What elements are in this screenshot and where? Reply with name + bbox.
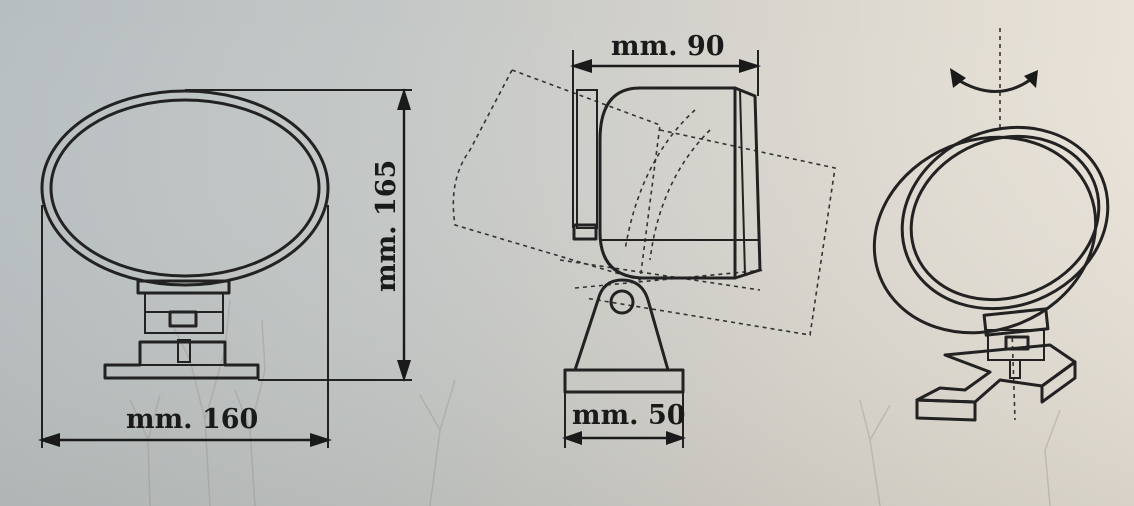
hinge-pivot [609, 289, 635, 315]
tilt-left-outline [452, 69, 661, 282]
rotation-axis-bottom [1011, 329, 1016, 421]
perspective-rim [900, 125, 1110, 311]
lamp-front-bezel [733, 86, 762, 280]
depth-label: mm. 90 [611, 31, 725, 62]
height-arrow-bottom [397, 360, 411, 382]
perspective-view [872, 28, 1110, 422]
mounting-plate [576, 89, 598, 229]
perspective-bracket-foot-right [1040, 360, 1077, 404]
lamp-housing-side [598, 86, 737, 280]
front-view: mm. 160 mm. 165 [38, 88, 412, 448]
width-arrow-left [38, 433, 60, 447]
lamp-lens [49, 98, 321, 278]
perspective-bolt [1009, 359, 1021, 379]
perspective-neck [982, 307, 1050, 337]
perspective-bracket-foot-left [915, 398, 977, 422]
mount-bolt [177, 339, 191, 363]
height-label: mm. 165 [371, 160, 402, 292]
width-label: mm. 160 [126, 404, 258, 435]
perspective-lens [909, 134, 1101, 302]
depth-arrow-left [570, 59, 592, 73]
double-arrow-rotation-icon [950, 68, 1038, 93]
base-arrow-left [562, 431, 582, 445]
tilt-right-outline [584, 129, 836, 336]
mount-bracket [103, 340, 260, 380]
side-view: mm. 90 mm. 50 [452, 31, 836, 448]
width-arrow-right [310, 433, 332, 447]
base-arrow-right [666, 431, 686, 445]
side-base [563, 368, 685, 394]
height-arrow-top [397, 88, 411, 110]
plate-tab [572, 223, 598, 241]
hinge-foot [573, 278, 670, 372]
depth-arrow-right [739, 59, 761, 73]
base-label: mm. 50 [572, 400, 686, 431]
